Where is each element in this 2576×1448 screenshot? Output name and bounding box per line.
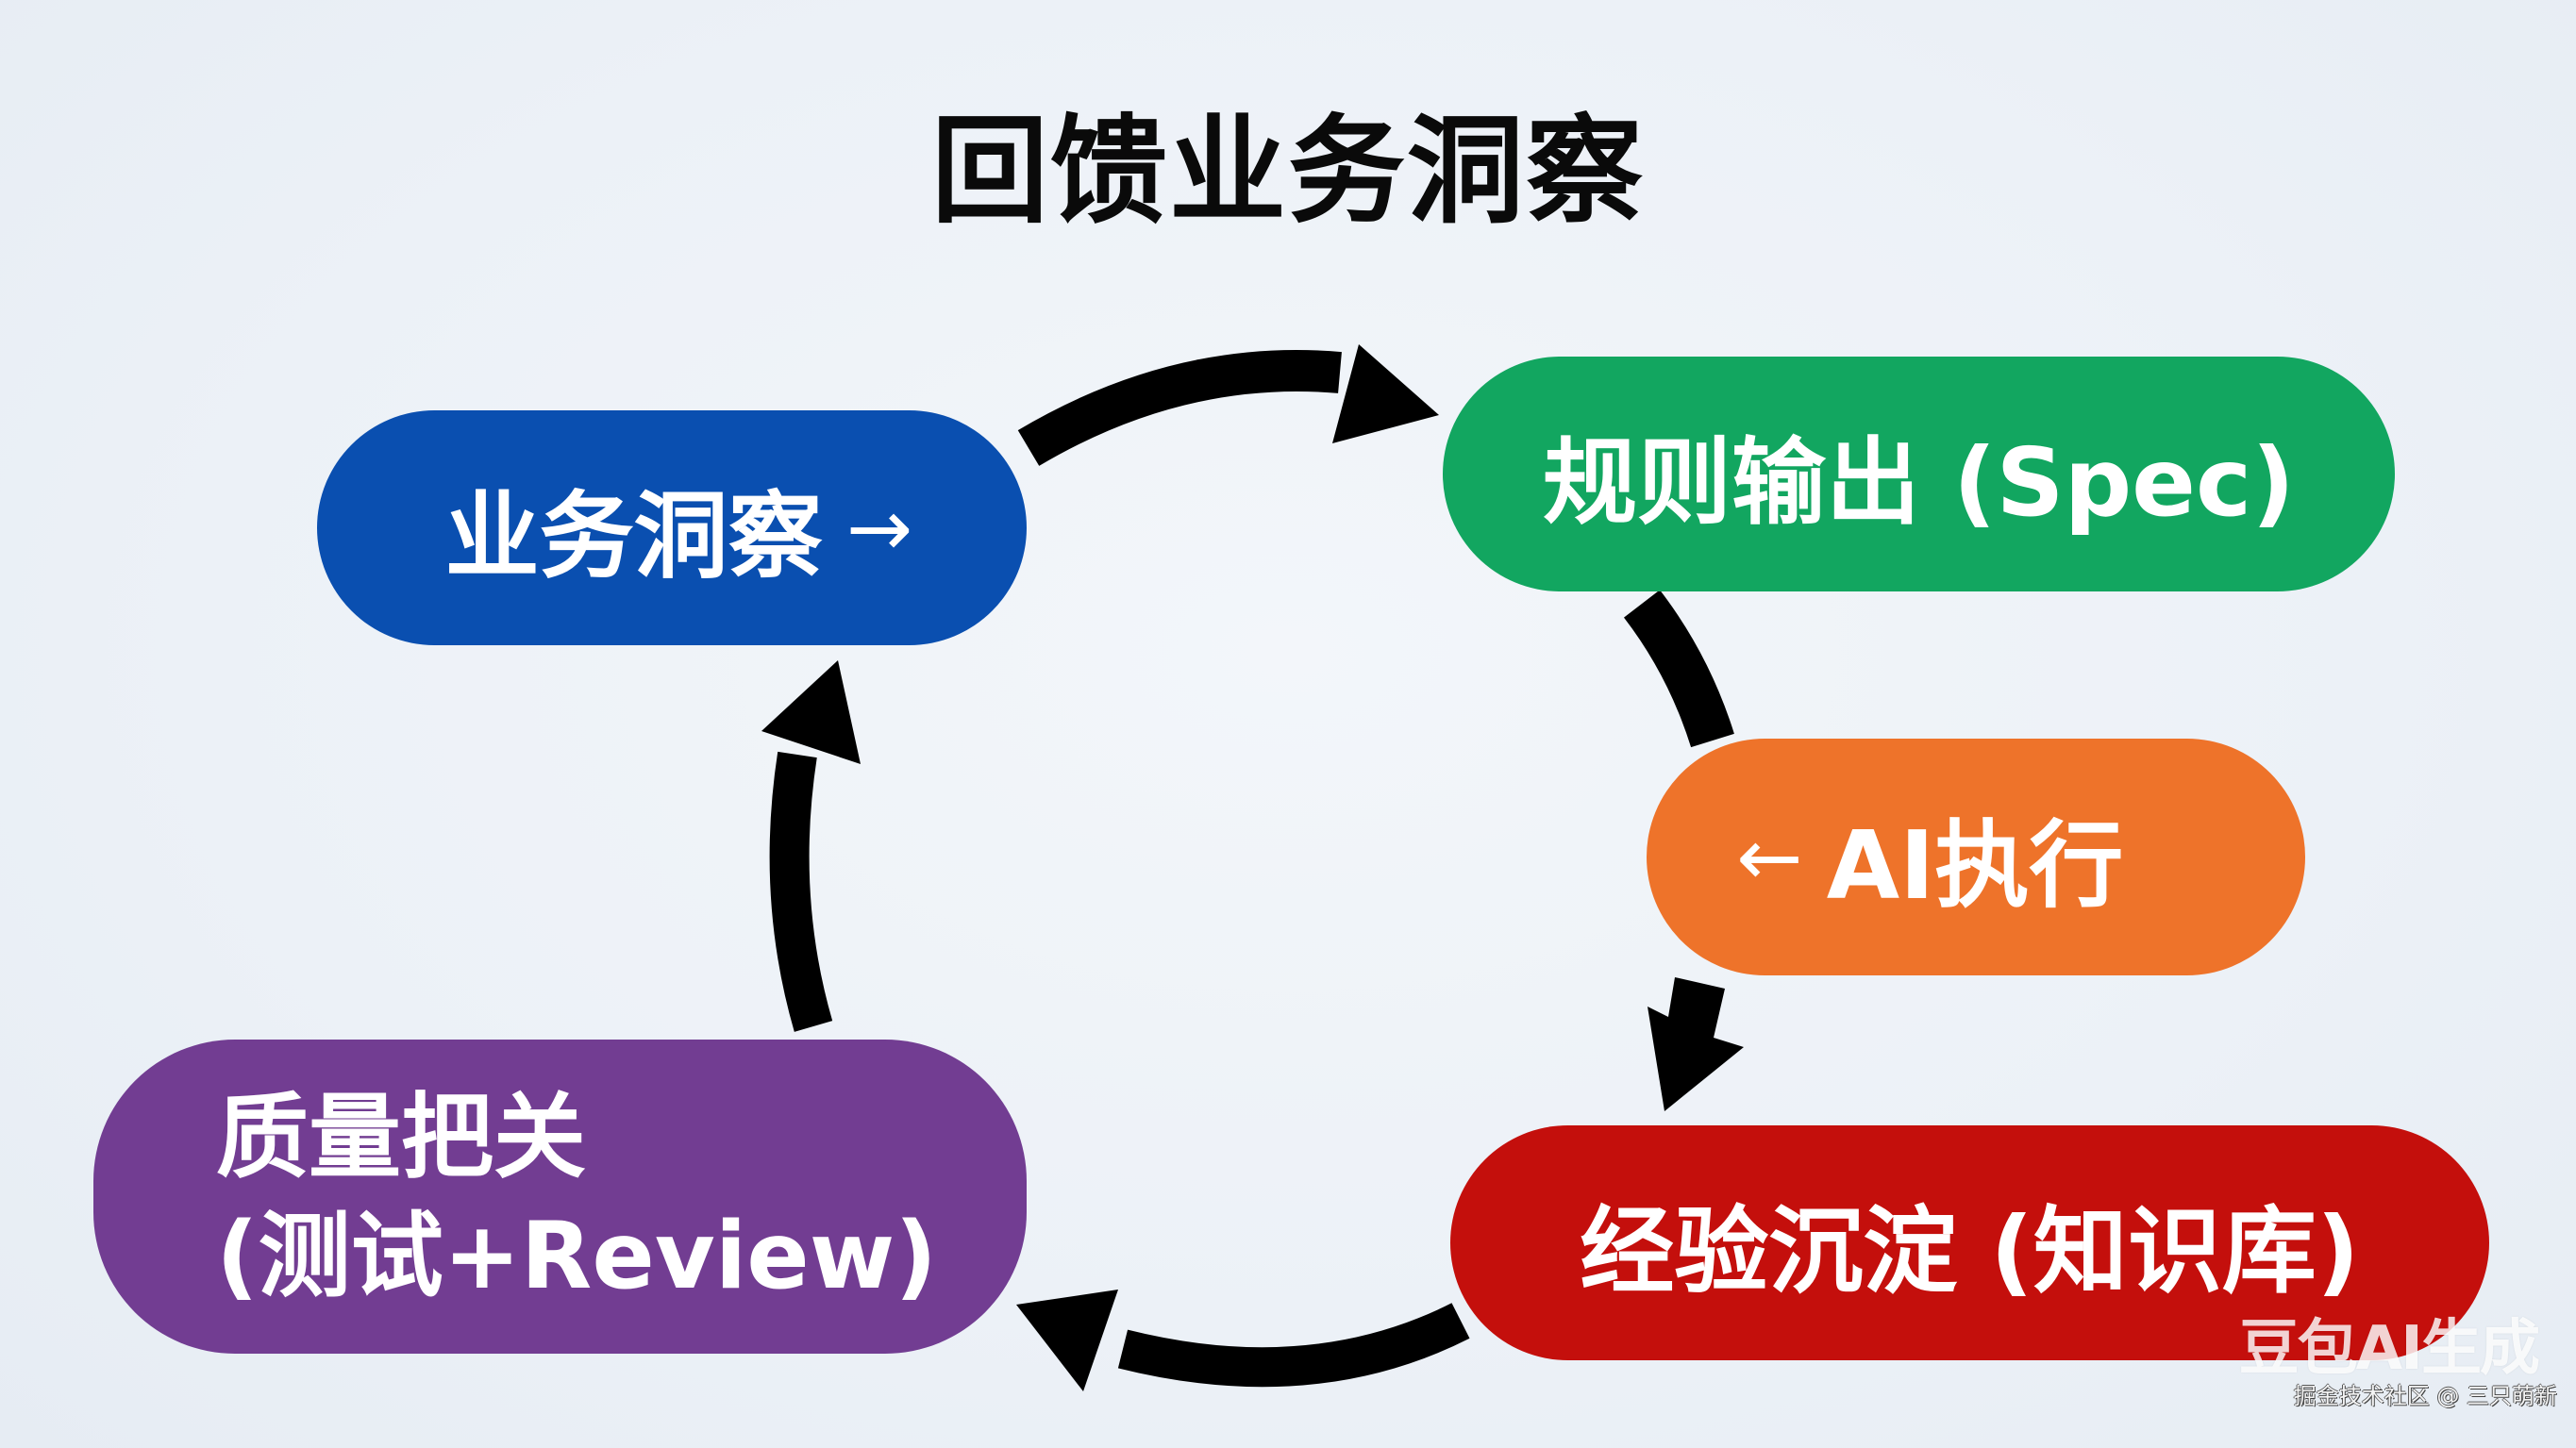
node-business-insight: 业务洞察 → bbox=[317, 410, 1027, 645]
page-title: 回馈业务洞察 bbox=[930, 104, 1645, 240]
node-label: AI执行 bbox=[1826, 810, 2124, 921]
node-label: 业务洞察 bbox=[444, 481, 823, 591]
node-label: 规则输出 (Spec) bbox=[1543, 427, 2295, 538]
node-experience: 经验沉淀 (知识库) bbox=[1450, 1125, 2489, 1360]
arrow-head bbox=[761, 660, 861, 764]
node-label: 经验沉淀 (知识库) bbox=[1580, 1196, 2360, 1307]
arrow-spec-to-ai bbox=[1623, 590, 1734, 748]
node-label-line1: 质量把关 bbox=[216, 1083, 587, 1191]
arrow-head bbox=[1332, 344, 1439, 443]
arrow-right-icon: → bbox=[845, 481, 913, 574]
arrow-head bbox=[1648, 977, 1744, 1111]
arrow-shaft bbox=[1117, 1303, 1470, 1388]
arrow-shaft bbox=[1623, 590, 1734, 748]
node-quality-gate: 质量把关 (测试+Review) bbox=[93, 1040, 1027, 1354]
node-spec-output: 规则输出 (Spec) bbox=[1443, 357, 2395, 591]
arrow-quality-to-insight bbox=[761, 660, 861, 1032]
watermark-credit: 掘金技术社区 @ 三只萌新 bbox=[2293, 1383, 2557, 1409]
arrow-experience-to-quality bbox=[1016, 1290, 1470, 1391]
watermark-logo: 豆包AI生成 bbox=[2238, 1314, 2540, 1384]
arrow-shaft bbox=[1017, 350, 1342, 466]
arrow-head bbox=[1016, 1290, 1118, 1391]
arrow-insight-to-spec bbox=[1017, 344, 1439, 466]
watermark: 豆包AI生成 掘金技术社区 @ 三只萌新 bbox=[2239, 1316, 2557, 1410]
arrow-left-icon: ← bbox=[1736, 810, 1803, 904]
arrow-shaft bbox=[769, 751, 833, 1032]
arrow-ai-to-experience bbox=[1648, 977, 1744, 1111]
node-ai-execute: ← AI执行 bbox=[1647, 739, 2305, 975]
node-label-line2: (测试+Review) bbox=[216, 1202, 938, 1310]
